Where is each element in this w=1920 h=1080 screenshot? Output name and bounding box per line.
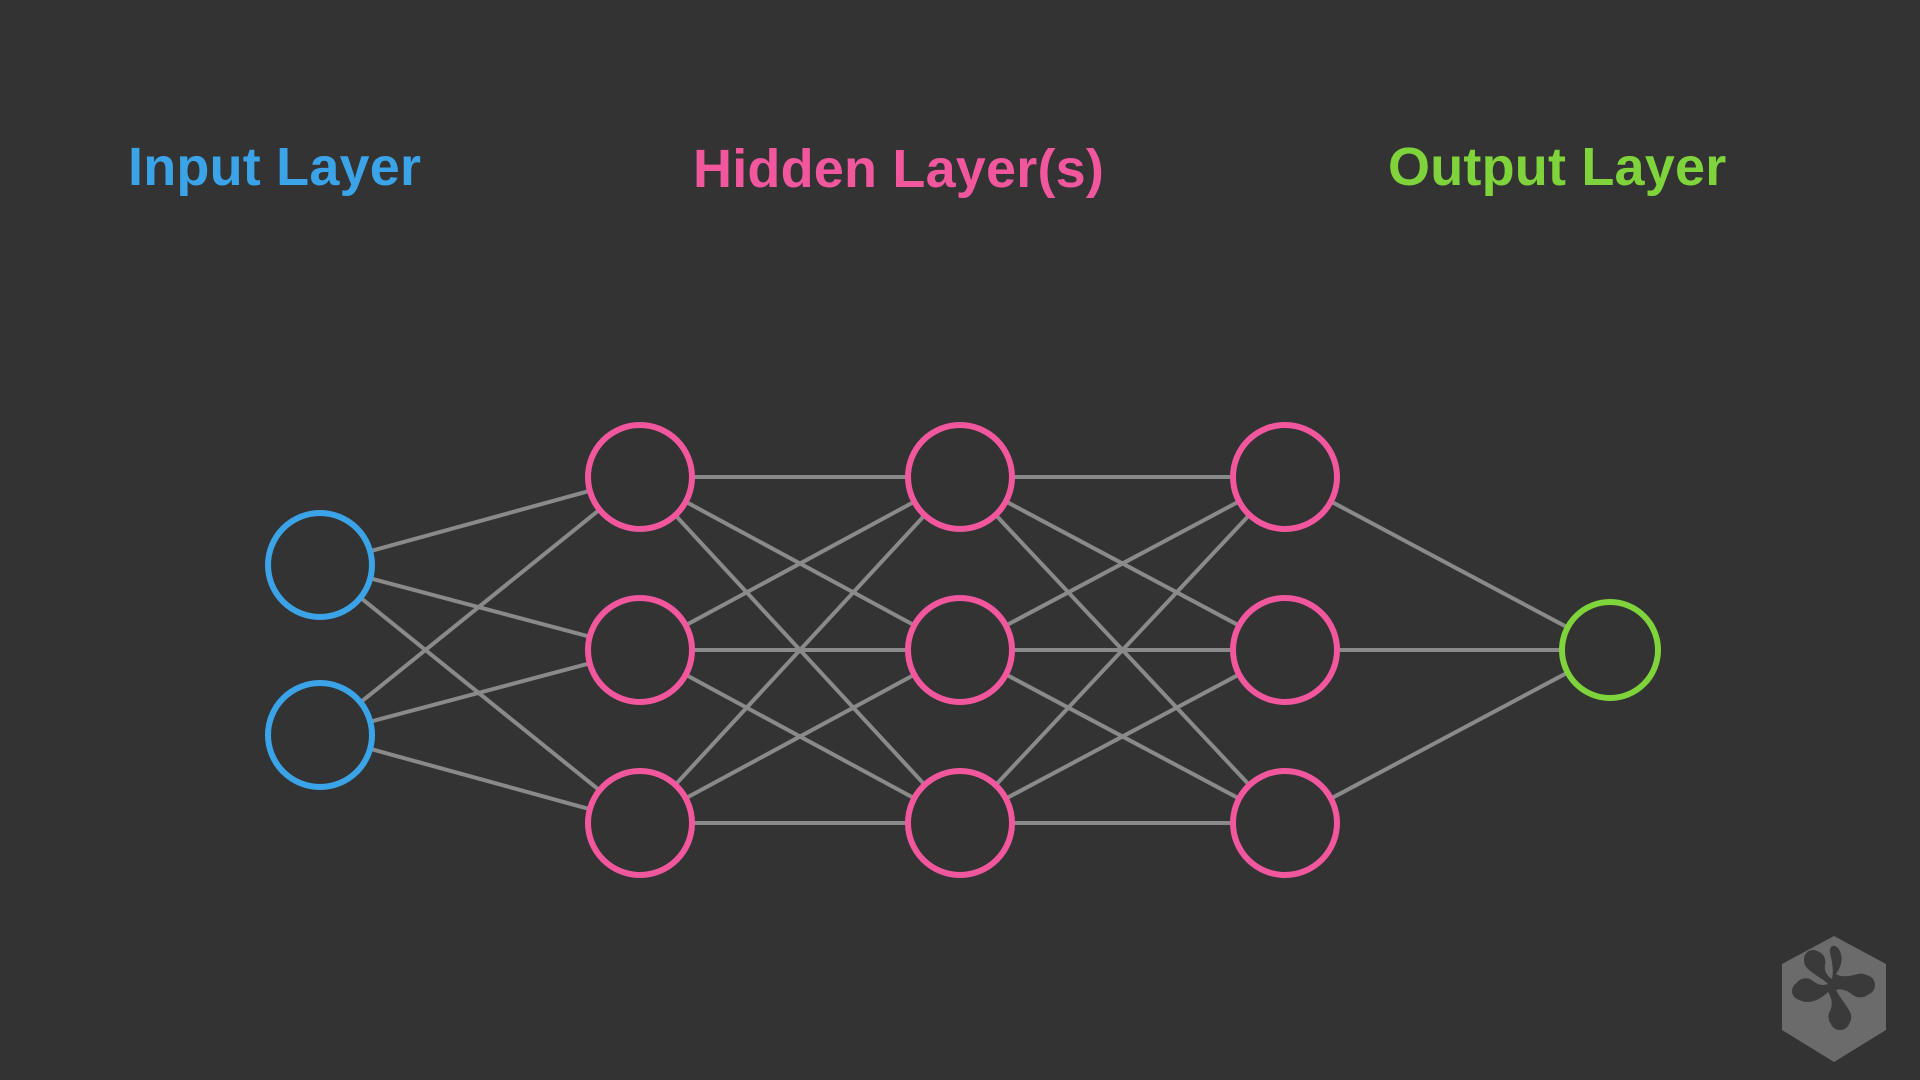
connection-edge bbox=[1004, 672, 1241, 801]
nodes-group bbox=[265, 422, 1661, 878]
input-layer-title: Input Layer bbox=[128, 137, 422, 197]
input-node[interactable] bbox=[265, 680, 375, 790]
hidden-node[interactable] bbox=[905, 768, 1015, 878]
hidden-node[interactable] bbox=[905, 595, 1015, 705]
hidden-node[interactable] bbox=[585, 422, 695, 532]
connection-edge bbox=[1004, 499, 1241, 628]
hidden-node[interactable] bbox=[1230, 595, 1340, 705]
connection-edge bbox=[1329, 499, 1569, 630]
neuron-glyph-icon bbox=[1792, 945, 1875, 1030]
hidden-node[interactable] bbox=[905, 422, 1015, 532]
site-logo-watermark bbox=[1782, 936, 1886, 1062]
hidden-layer-title: Hidden Layer(s) bbox=[693, 139, 1105, 199]
output-layer-title: Output Layer bbox=[1388, 137, 1727, 197]
hidden-node[interactable] bbox=[1230, 422, 1340, 532]
hidden-node[interactable] bbox=[585, 768, 695, 878]
output-node[interactable] bbox=[1559, 599, 1661, 701]
input-node[interactable] bbox=[265, 510, 375, 620]
connection-edge bbox=[684, 672, 916, 801]
connection-edge bbox=[369, 746, 591, 812]
connection-edge bbox=[359, 508, 601, 704]
edges-group bbox=[359, 475, 1569, 825]
connection-edge bbox=[369, 488, 591, 554]
connection-edge bbox=[994, 513, 1251, 787]
hidden-node[interactable] bbox=[1230, 768, 1340, 878]
hidden-node[interactable] bbox=[585, 595, 695, 705]
connection-edge bbox=[369, 661, 591, 724]
connection-edge bbox=[1329, 670, 1569, 801]
connection-edge bbox=[684, 499, 916, 628]
connection-edge bbox=[673, 513, 927, 787]
